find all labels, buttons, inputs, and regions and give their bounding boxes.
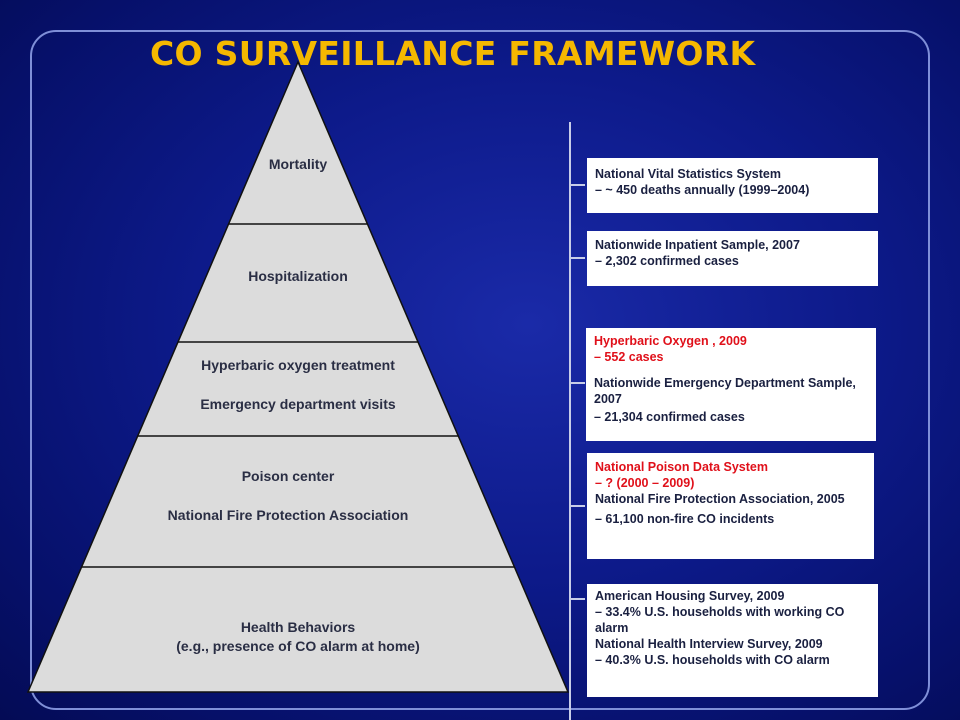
box-source-stat: – ~ 450 deaths annually (1999–2004) [595,183,810,197]
tier-ed-visits-label: Emergency department visits [200,396,396,412]
tier-poison-center-label: Poison center [241,468,335,484]
box-source-stat: – 21,304 confirmed cases [594,410,745,424]
box-source-stat: – 61,100 non-fire CO incidents [595,512,775,526]
tier-mortality-label: Mortality [268,156,328,172]
tier-nfpa-label: National Fire Protection Association [167,507,409,523]
tier-hospitalization-label: Hospitalization [248,268,348,284]
box-source-title-highlight: National Poison Data System [595,460,768,474]
connector-tick-1 [569,184,585,186]
box-source-stat: – 33.4% U.S. households with working CO … [595,605,845,635]
connector-tick-3 [569,382,585,384]
tier-hyperbaric-label: Hyperbaric oxygen treatment [201,357,395,373]
slide-title: CO SURVEILLANCE FRAMEWORK [150,34,756,73]
tier-health-behaviors-example: (e.g., presence of CO alarm at home) [176,638,420,654]
connector-tick-2 [569,257,585,259]
box-source-stat: – 40.3% U.S. households with CO alarm [595,653,830,667]
slide-frame [30,30,930,710]
box-source-title: Nationwide Inpatient Sample, 2007 [595,238,800,252]
box-source-title-highlight: Hyperbaric Oxygen , 2009 [594,334,747,348]
source-box-housing-health: American Housing Survey, 2009 – 33.4% U.… [587,584,878,697]
box-source-stat-highlight: – ? (2000 – 2009) [595,476,695,490]
connector-tick-4 [569,505,585,507]
source-box-inpatient-sample: Nationwide Inpatient Sample, 2007 – 2,30… [587,231,878,286]
connector-line [569,122,571,720]
box-source-title: National Health Interview Survey, 2009 [595,637,823,651]
box-source-stat: – 2,302 confirmed cases [595,254,739,268]
pyramid-shape [26,60,570,693]
source-box-hyperbaric-ed: Hyperbaric Oxygen , 2009 – 552 cases Nat… [586,328,876,441]
box-source-stat-highlight: – 552 cases [594,350,664,364]
box-source-title: American Housing Survey, 2009 [595,589,785,603]
source-box-vital-statistics: National Vital Statistics System – ~ 450… [587,158,878,213]
tier-health-behaviors-label: Health Behaviors [240,619,356,635]
box-source-title: National Vital Statistics System [595,167,781,181]
connector-tick-5 [569,598,585,600]
box-source-title: Nationwide Emergency Department Sample, … [594,376,856,406]
source-box-poison-nfpa: National Poison Data System – ? (2000 – … [587,453,874,559]
box-source-title: National Fire Protection Association, 20… [595,492,845,506]
